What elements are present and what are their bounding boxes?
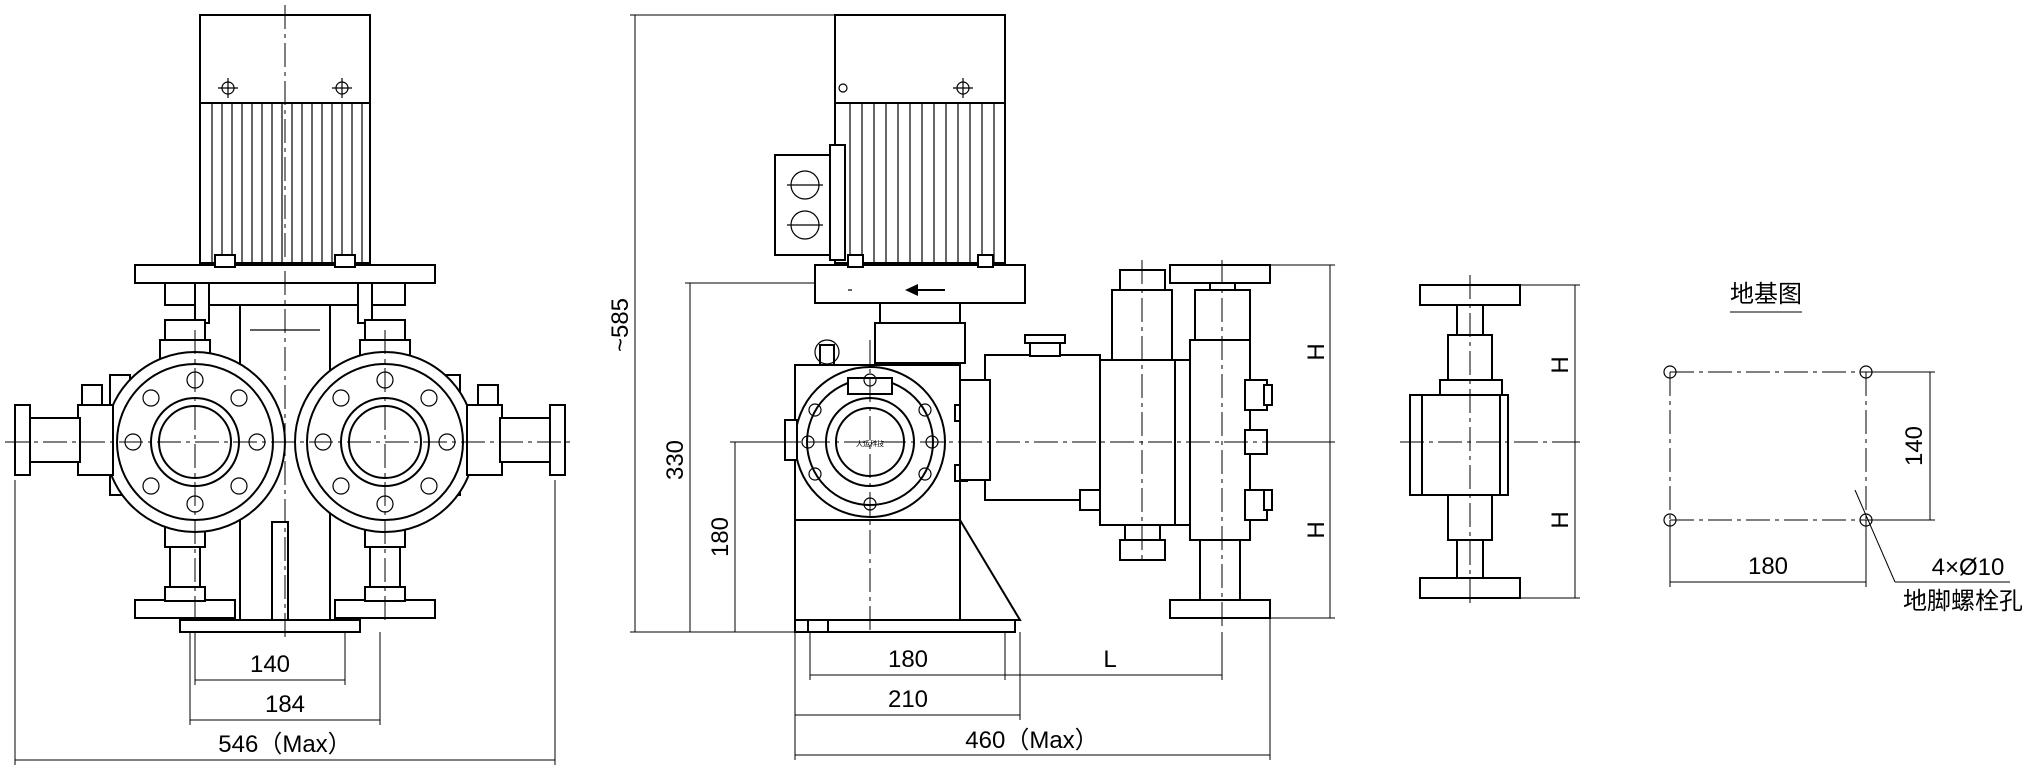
dim-valve-H-top: H [1303,343,1330,360]
motor-bolt-icon [218,78,352,98]
dim-height-330: 330 [662,440,689,480]
foundation-hole-label: 地脚螺栓孔 [1903,587,2022,615]
dim-total-height: ~585 [607,298,634,352]
dim-front-184: 184 [265,691,305,718]
dim-valve2-H-top: H [1547,356,1574,373]
bolt-hole-icon [1663,365,1873,527]
front-pump-head-right [294,319,566,619]
dim-side-210: 210 [888,686,928,713]
dim-valve2-H-bottom: H [1547,511,1574,528]
dim-side-180: 180 [888,646,928,673]
foundation-depth: 140 [1901,426,1928,466]
front-view: 140 184 546（Max） [5,5,575,765]
foundation-width: 180 [1748,553,1788,580]
dim-front-140: 140 [250,651,290,678]
dim-front-width: 546（Max） [218,731,351,758]
rotation-arrow-icon [905,284,945,296]
dim-side-length: 460（Max） [965,727,1098,754]
foundation-hole-spec: 4×Ø10 [1932,554,2005,581]
side-view: 大运科技 [607,14,1335,760]
valve-detail-view: H H [1400,275,1580,605]
foundation-plan: 地基图 140 180 4×Ø10 地脚螺栓孔 [1663,280,2022,615]
dim-height-180: 180 [707,517,734,557]
side-motor [774,14,1006,264]
nameplate-brand: 大运科技 [856,439,884,448]
dim-valve-H-bottom: H [1303,521,1330,538]
dim-side-L: L [1103,646,1116,673]
foundation-title: 地基图 [1730,280,1802,308]
motor-bolt-icon [838,78,973,98]
